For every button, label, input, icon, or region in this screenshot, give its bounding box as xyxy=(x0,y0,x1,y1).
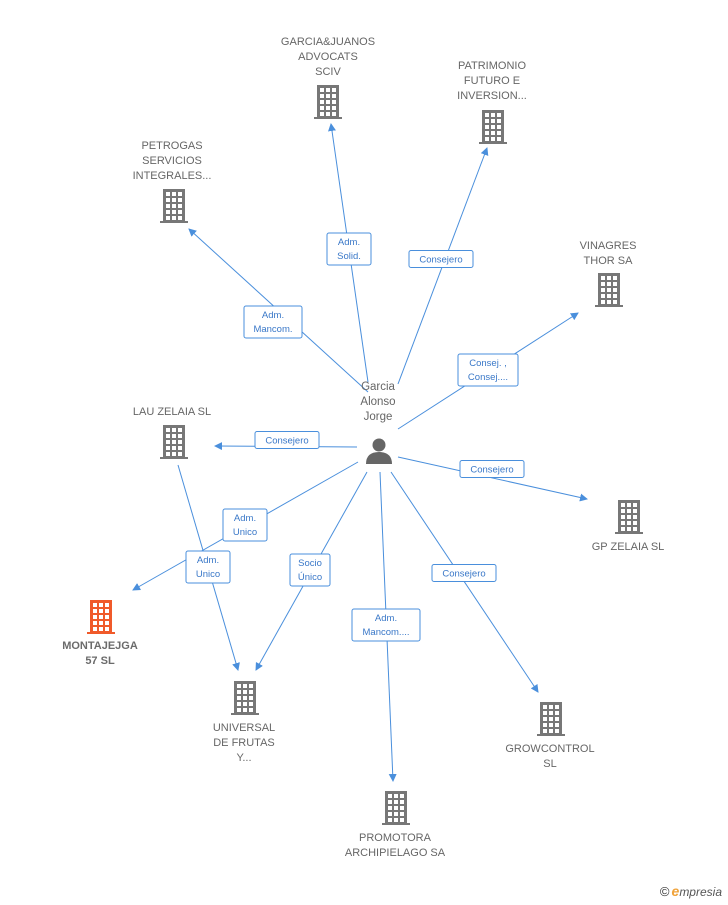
company-node-vinagres[interactable]: VINAGRES THOR SA xyxy=(580,240,637,307)
company-name: DE FRUTAS xyxy=(213,737,275,749)
company-name: SL xyxy=(543,758,556,770)
building-icon[interactable] xyxy=(615,500,643,534)
company-node-lau-zelaia[interactable]: LAU ZELAIA SL xyxy=(133,406,211,459)
relation-label-box xyxy=(326,232,372,266)
relation-label[interactable]: Adm. Mancom. xyxy=(243,305,303,339)
relation-label-box xyxy=(222,508,268,542)
company-node-promotora[interactable]: PROMOTORA ARCHIPIELAGO SA xyxy=(345,791,446,859)
company-name: PATRIMONIO xyxy=(458,60,526,72)
person-name: Jorge xyxy=(364,411,393,423)
company-name: GROWCONTROL xyxy=(505,743,594,755)
company-name: PETROGAS xyxy=(141,140,202,152)
building-icon[interactable] xyxy=(87,600,115,634)
relation-label[interactable]: Adm. Mancom.... xyxy=(351,608,421,642)
copyright-symbol: © xyxy=(659,884,670,899)
relation-label-text: Consej. , xyxy=(469,358,507,369)
company-node-growcontrol[interactable]: GROWCONTROL SL xyxy=(505,702,595,770)
relation-label[interactable]: Adm. Unico xyxy=(222,508,268,542)
relation-label-box xyxy=(289,553,331,587)
relation-label-box xyxy=(243,305,303,339)
person-name: Alonso xyxy=(360,396,395,408)
company-node-garcia-juanos[interactable]: GARCIA&JUANOS ADVOCATS SCIV xyxy=(281,36,375,119)
relation-label-text: Unico xyxy=(196,569,220,580)
company-name: 57 SL xyxy=(85,655,115,667)
company-name: PROMOTORA xyxy=(359,832,432,844)
building-icon[interactable] xyxy=(537,702,565,736)
person-name: Garcia xyxy=(361,381,395,393)
relation-label-text: Consej.... xyxy=(468,372,508,383)
company-name: MONTAJEJGA xyxy=(62,640,138,652)
brand-name: mpresia xyxy=(679,885,722,899)
company-node-gp-zelaia[interactable]: GP ZELAIA SL xyxy=(592,500,665,553)
relation-label-text: Consejero xyxy=(442,569,485,580)
brand-logo-letter: e xyxy=(671,883,680,899)
relation-label[interactable]: Adm. Solid. xyxy=(326,232,372,266)
relation-label[interactable]: Consej. , Consej.... xyxy=(457,353,519,387)
companies-layer: GARCIA&JUANOS ADVOCATS SCIV PATRIMONIO FUTUR… xyxy=(62,36,664,859)
relation-label-box xyxy=(254,431,320,449)
relation-label[interactable]: Consejero xyxy=(459,460,525,478)
relation-label-text: Único xyxy=(298,572,322,583)
company-name: GARCIA&JUANOS xyxy=(281,36,375,48)
relation-label-box xyxy=(459,460,525,478)
company-node-montajejga[interactable]: MONTAJEJGA 57 SL xyxy=(62,600,138,667)
company-node-patrimonio[interactable]: PATRIMONIO FUTURO E INVERSION... xyxy=(457,60,527,144)
relation-label-text: Consejero xyxy=(265,436,308,447)
brand-watermark: ©empresia xyxy=(660,883,722,899)
relation-label-text: Consejero xyxy=(419,255,462,266)
relation-label-box xyxy=(185,550,231,584)
relation-label-box xyxy=(431,564,497,582)
relation-label-text: Consejero xyxy=(470,465,513,476)
relation-label-box xyxy=(408,250,474,268)
relation-label[interactable]: Consejero xyxy=(408,250,474,268)
building-icon[interactable] xyxy=(160,189,188,223)
building-icon[interactable] xyxy=(160,425,188,459)
relation-label-box xyxy=(457,353,519,387)
company-name: VINAGRES xyxy=(580,240,637,252)
relation-label-text: Adm. xyxy=(234,513,256,524)
building-icon[interactable] xyxy=(595,273,623,307)
relation-label-text: Socio xyxy=(298,558,322,569)
company-name: SCIV xyxy=(315,66,341,78)
building-icon[interactable] xyxy=(479,110,507,144)
relation-label-text: Adm. xyxy=(375,613,397,624)
company-name: ADVOCATS xyxy=(298,51,358,63)
company-name: Y... xyxy=(236,752,251,764)
company-name: THOR SA xyxy=(584,255,634,267)
relation-label-text: Mancom.... xyxy=(363,627,410,638)
relation-label-text: Adm. xyxy=(197,555,219,566)
building-icon[interactable] xyxy=(382,791,410,825)
company-node-petrogas[interactable]: PETROGAS SERVICIOS INTEGRALES... xyxy=(133,140,212,223)
relation-label[interactable]: Adm. Unico xyxy=(185,550,231,584)
company-name: INTEGRALES... xyxy=(133,170,212,182)
company-name: GP ZELAIA SL xyxy=(592,541,665,553)
person-icon[interactable] xyxy=(366,438,392,465)
relation-label[interactable]: Consejero xyxy=(431,564,497,582)
company-name: INVERSION... xyxy=(457,90,527,102)
relation-label-text: Adm. xyxy=(338,237,360,248)
company-name: ARCHIPIELAGO SA xyxy=(345,847,446,859)
relation-label-text: Unico xyxy=(233,527,257,538)
building-icon[interactable] xyxy=(231,681,259,715)
company-name: LAU ZELAIA SL xyxy=(133,406,211,418)
relations-layer xyxy=(132,123,588,782)
relation-label-box xyxy=(351,608,421,642)
relation-label-text: Mancom. xyxy=(253,324,292,335)
company-node-universal[interactable]: UNIVERSAL DE FRUTAS Y... xyxy=(213,681,275,764)
company-name: FUTURO E xyxy=(464,75,520,87)
relation-label[interactable]: Consejero xyxy=(254,431,320,449)
relation-label-text: Solid. xyxy=(337,251,361,262)
company-name: UNIVERSAL xyxy=(213,722,275,734)
relation-label-text: Adm. xyxy=(262,310,284,321)
building-icon[interactable] xyxy=(314,85,342,119)
company-name: SERVICIOS xyxy=(142,155,202,167)
